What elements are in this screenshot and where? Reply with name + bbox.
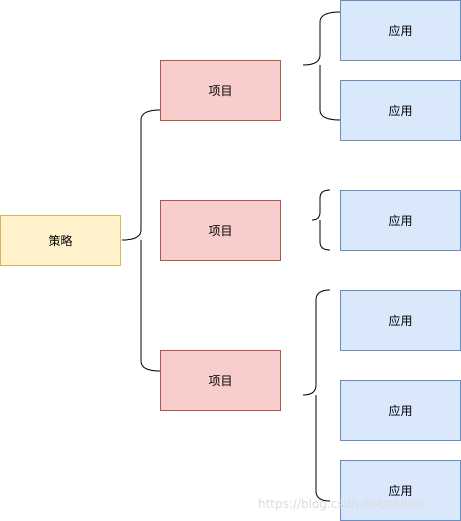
strategy-label: 策略 [48,233,73,248]
app-node-1: 应用 [340,0,461,61]
strategy-node: 策略 [0,215,121,266]
app-label: 应用 [388,23,413,38]
project-label: 项目 [208,83,233,98]
app-node-5: 应用 [340,380,461,441]
watermark-text: https://blog.csdn.net/nklller [258,497,424,511]
app-label: 应用 [388,213,413,228]
brace-project-3-to-apps [302,289,331,502]
app-label: 应用 [388,103,413,118]
project-node-3: 项目 [160,350,281,411]
app-label: 应用 [388,483,413,498]
project-node-2: 项目 [160,200,281,261]
app-node-4: 应用 [340,290,461,351]
brace-strategy-to-projects [121,109,161,372]
brace-project-1-to-apps [302,11,341,121]
app-node-3: 应用 [340,190,461,251]
app-label: 应用 [388,403,413,418]
app-node-2: 应用 [340,80,461,141]
project-node-1: 项目 [160,60,281,121]
brace-project-2-to-app [311,189,331,251]
project-label: 项目 [208,223,233,238]
app-label: 应用 [388,313,413,328]
project-label: 项目 [208,373,233,388]
app-node-6: 应用 [340,460,461,521]
